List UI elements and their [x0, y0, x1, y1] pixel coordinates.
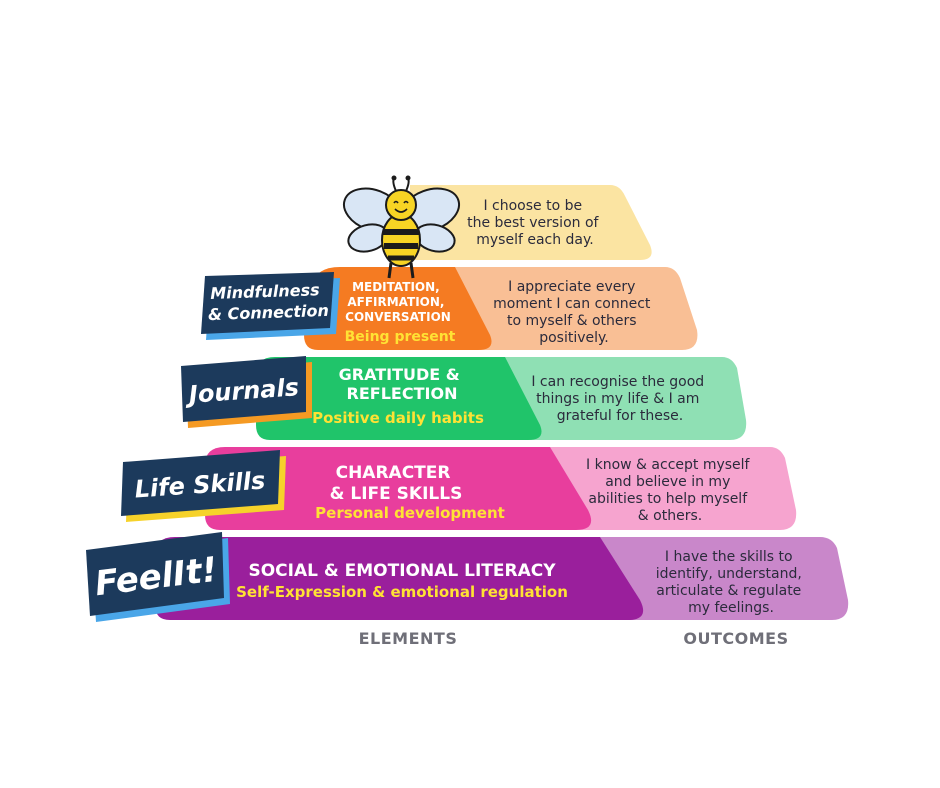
tier-1: I choose to be the best version of mysel… — [410, 185, 652, 260]
tier4-outcome-text: I know & accept myself and believe in my… — [586, 457, 754, 524]
tier1-outcome-band — [410, 185, 652, 260]
tier4-outcome-band — [520, 447, 797, 530]
elements-label: ELEMENTS — [359, 629, 458, 648]
tier3-outcome-band — [490, 357, 747, 440]
tier2-element-title: MEDITATION, AFFIRMATION, CONVERSATION — [345, 280, 451, 324]
tier5-outcome-text: I have the skills to identify, understan… — [656, 549, 807, 616]
bee-mascot-icon — [342, 175, 461, 279]
tier2-element-band — [304, 267, 492, 350]
tier4-element-title: CHARACTER & LIFE SKILLS — [330, 463, 463, 504]
tier5-element-subtitle: Self-Expression & emotional regulation — [236, 583, 568, 601]
tier4-element-subtitle: Personal development — [315, 504, 505, 522]
tier-4: CHARACTER & LIFE SKILLS Personal develop… — [205, 447, 797, 530]
tier5-element-title: SOCIAL & EMOTIONAL LITERACY — [248, 561, 556, 581]
tier2-element-subtitle: Being present — [345, 329, 456, 345]
badge-mindfulness-connection: Mindfulness & Connection — [201, 272, 340, 340]
tier2-outcome-band — [440, 267, 698, 350]
badge-mindfulness-text: Mindfulness & Connection — [207, 280, 329, 324]
tier3-element-title: GRATITUDE & REFLECTION — [339, 365, 466, 403]
badge-life-skills: Life Skills — [121, 450, 286, 522]
tier-3: GRATITUDE & REFLECTION Positive daily ha… — [256, 357, 747, 440]
badge-journals: Journals — [181, 356, 312, 428]
tier2-outcome-text: I appreciate every moment I can connect … — [493, 279, 655, 346]
tier-5: SOCIAL & EMOTIONAL LITERACY Self-Express… — [155, 537, 849, 620]
tier-2: MEDITATION, AFFIRMATION, CONVERSATION Be… — [304, 267, 698, 350]
badge-feelit: FeelIt! — [86, 532, 230, 622]
tier4-element-band — [205, 447, 592, 530]
tier5-element-band — [155, 537, 644, 620]
tier3-element-subtitle: Positive daily habits — [312, 409, 484, 427]
tier1-outcome-text: I choose to be the best version of mysel… — [467, 198, 603, 248]
tier3-outcome-text: I can recognise the good things in my li… — [531, 374, 708, 424]
outcomes-label: OUTCOMES — [683, 629, 788, 648]
tier3-element-band — [256, 357, 542, 440]
